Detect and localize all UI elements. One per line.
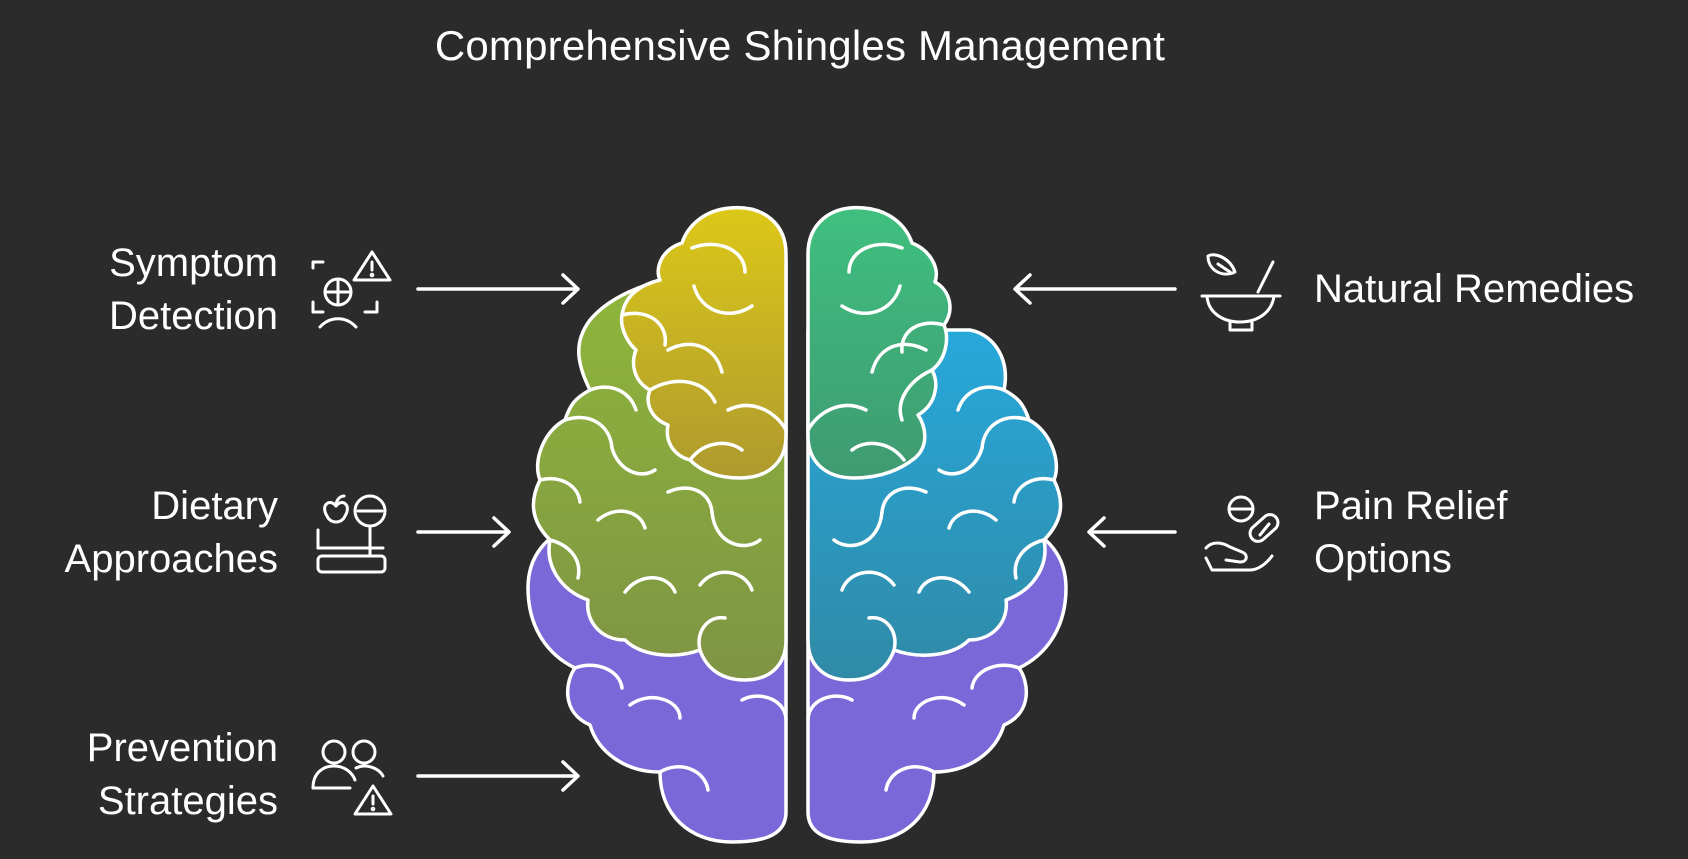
label-natural-remedies: Natural Remedies bbox=[1314, 263, 1684, 316]
dietary-approaches-icon bbox=[316, 494, 387, 574]
label-line: Prevention bbox=[86, 726, 278, 770]
label-symptom-detection: Symptom Detection bbox=[18, 237, 278, 343]
label-line: Detection bbox=[109, 294, 278, 338]
arrow-prevention-strategies bbox=[416, 760, 580, 792]
left-yellow-lobe bbox=[619, 206, 788, 480]
right-hemisphere bbox=[806, 206, 1068, 844]
label-line: Options bbox=[1314, 537, 1452, 581]
left-hemisphere bbox=[526, 206, 788, 844]
prevention-strategies-icon bbox=[311, 739, 393, 816]
pain-relief-icon bbox=[1204, 495, 1280, 572]
arrow-symptom-detection bbox=[416, 273, 580, 305]
right-green-lobe bbox=[806, 206, 952, 480]
arrow-natural-remedies bbox=[1013, 273, 1177, 305]
label-line: Natural Remedies bbox=[1314, 267, 1635, 311]
label-line: Dietary bbox=[151, 484, 278, 528]
label-dietary-approaches: Dietary Approaches bbox=[18, 480, 278, 586]
symptom-detection-icon bbox=[311, 250, 392, 329]
arrow-pain-relief-options bbox=[1087, 516, 1177, 548]
label-line: Symptom bbox=[109, 241, 278, 285]
label-line: Pain Relief bbox=[1314, 484, 1508, 528]
label-line: Strategies bbox=[97, 779, 278, 823]
label-pain-relief-options: Pain Relief Options bbox=[1314, 480, 1684, 586]
natural-remedies-icon bbox=[1200, 253, 1282, 332]
label-line: Approaches bbox=[64, 537, 278, 581]
diagram-title: Comprehensive Shingles Management bbox=[434, 22, 1166, 69]
arrow-dietary-approaches bbox=[416, 516, 511, 548]
label-prevention-strategies: Prevention Strategies bbox=[18, 722, 278, 828]
